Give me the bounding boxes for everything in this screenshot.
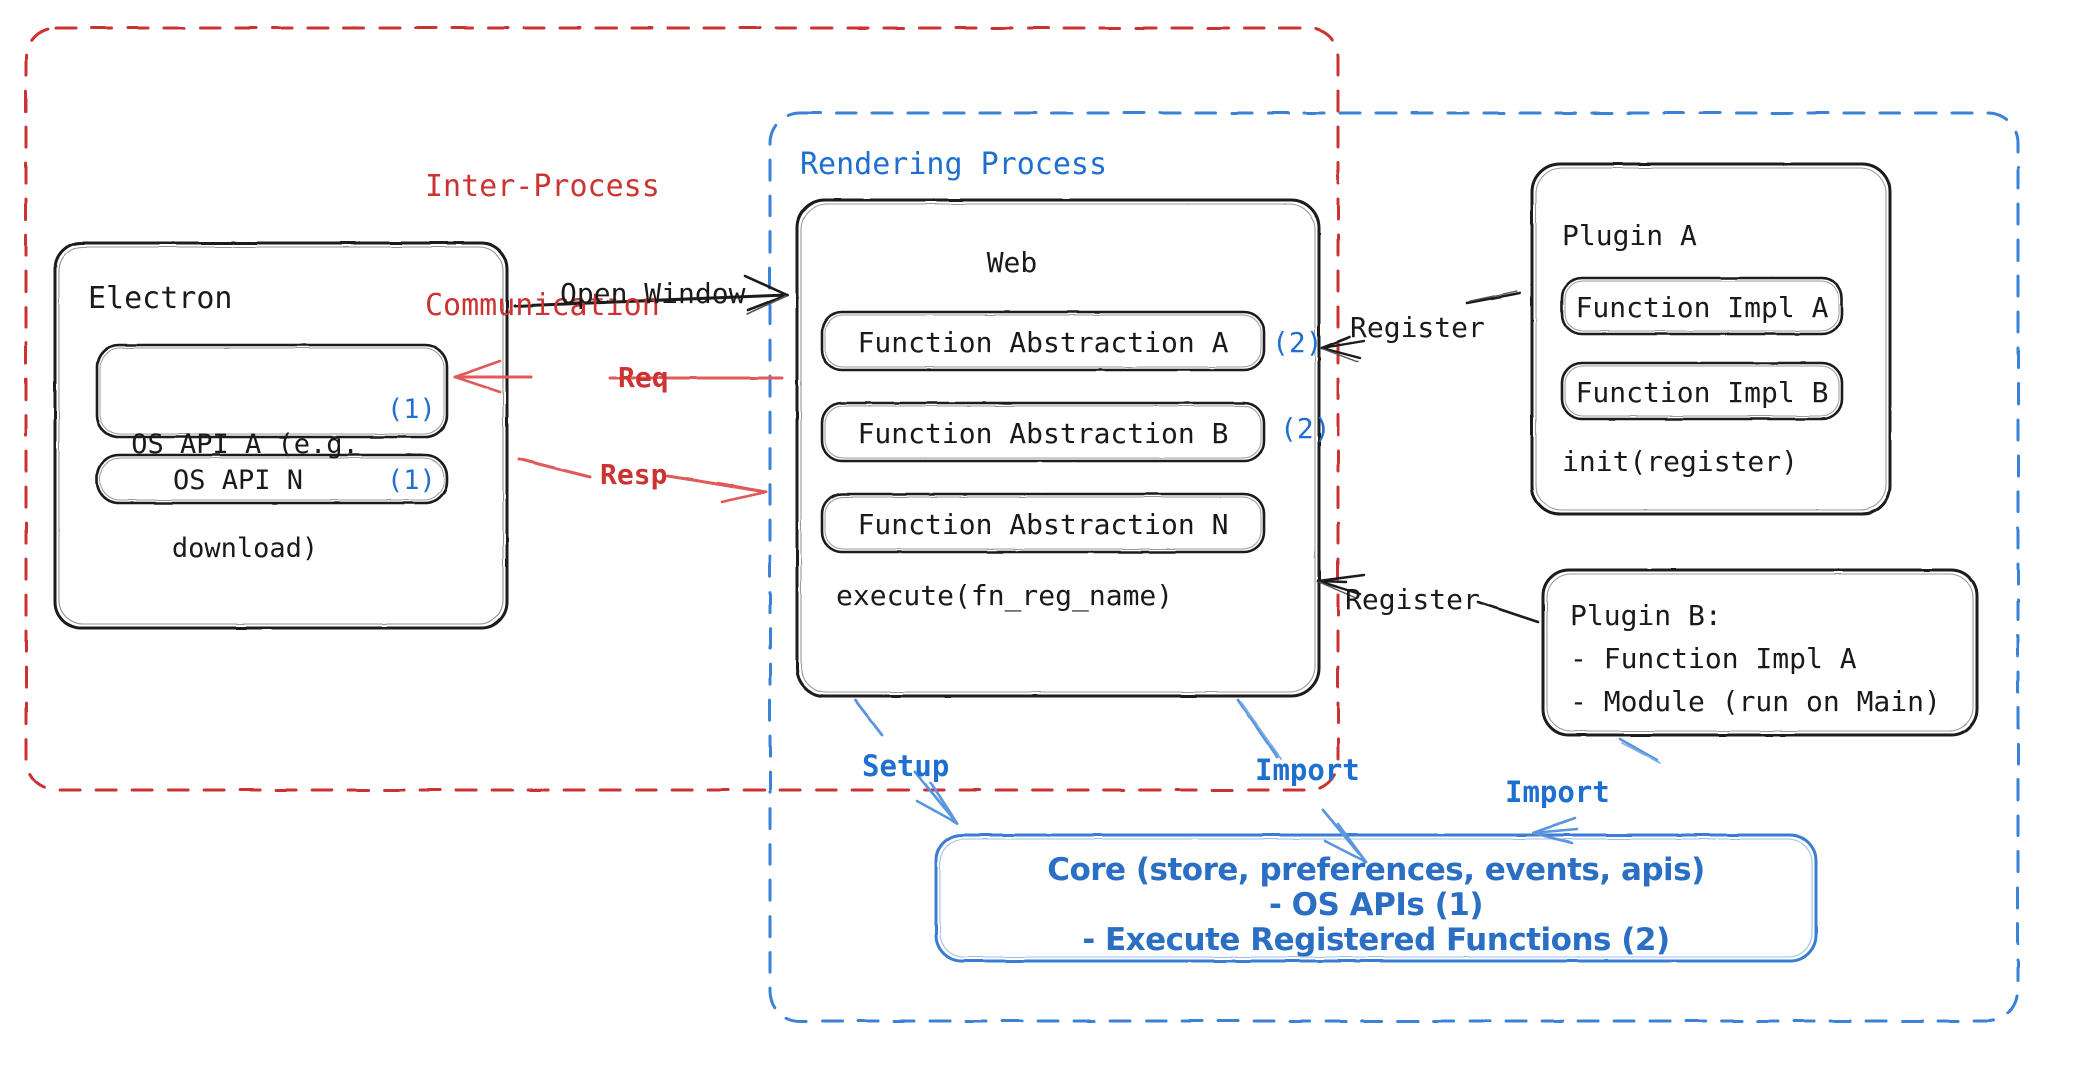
function-abstraction-a-tag: (2): [1272, 326, 1323, 359]
os-api-a-tag: (1): [387, 394, 436, 425]
register-plugin-a-label: Register: [1350, 311, 1485, 344]
req-arrow: [453, 359, 784, 394]
register-plugin-b-label: Register: [1345, 583, 1480, 616]
os-api-a[interactable]: OS API A (e.g. download) (1): [97, 345, 447, 564]
function-abstraction-a-label: Function Abstraction A: [857, 326, 1229, 359]
function-abstraction-b-tag: (2): [1280, 412, 1331, 445]
plugin-b-line-1: - Function Impl A: [1570, 642, 1857, 675]
function-impl-b-label: Function Impl B: [1575, 376, 1829, 409]
ipc-boundary-outline: [24, 26, 1340, 792]
os-api-n-box-outline: [95, 453, 449, 505]
ipc-label-line-1: Inter-Process: [425, 169, 660, 205]
plugin-b-title: Plugin B:: [1570, 599, 1722, 632]
import-web-label: Import: [1255, 753, 1360, 787]
function-abstraction-a[interactable]: Function Abstraction A: [822, 312, 1264, 370]
core-line-3: - Execute Registered Functions (2): [1082, 922, 1670, 958]
os-api-n-label: OS API N: [172, 465, 304, 496]
resp-arrow: [517, 457, 768, 504]
web-execute-label: execute(fn_reg_name): [836, 579, 1174, 612]
resp-label: Resp: [600, 458, 668, 491]
function-abstraction-n-box-outline: [820, 492, 1266, 554]
register-plugin-b-arrow: [1316, 573, 1540, 624]
os-api-n[interactable]: OS API N (1): [97, 455, 447, 503]
function-impl-a-label: Function Impl A: [1575, 291, 1829, 324]
req-label: Req: [618, 361, 669, 394]
electron-title: Electron: [88, 281, 233, 316]
plugin-a-init-label: init(register): [1562, 445, 1799, 478]
os-api-a-line-1: OS API A (e.g.: [131, 429, 359, 461]
rendering-process-boundary-outline: [768, 111, 2020, 1023]
core-box-outline: [934, 833, 1818, 963]
function-impl-a-box-outline: [1560, 276, 1844, 336]
electron-box-outline: [53, 241, 509, 630]
setup-label: Setup: [862, 749, 950, 783]
function-impl-a[interactable]: Function Impl A: [1562, 278, 1842, 334]
web-title: Web: [986, 246, 1038, 279]
web-box-outline: [795, 198, 1321, 698]
os-api-n-tag: (1): [387, 465, 436, 496]
plugin-b-box-outline: [1541, 568, 1979, 737]
os-api-a-line-2: download): [171, 532, 319, 564]
core-line-2: - OS APIs (1): [1268, 887, 1484, 923]
function-impl-b-box-outline: [1560, 361, 1844, 421]
core-box[interactable]: Core (store, preferences, events, apis) …: [936, 835, 1816, 961]
plugin-a-box-outline: [1530, 162, 1892, 516]
plugin-a-title: Plugin A: [1562, 219, 1697, 252]
function-abstraction-n-label: Function Abstraction N: [857, 508, 1229, 541]
os-api-a-label: OS API A (e.g. download): [97, 359, 393, 635]
core-line-1: Core (store, preferences, events, apis): [1047, 852, 1705, 888]
function-abstraction-n[interactable]: Function Abstraction N: [822, 494, 1264, 552]
open-window-label: Open Window: [560, 277, 746, 310]
function-abstraction-b[interactable]: Function Abstraction B: [822, 403, 1264, 461]
function-impl-b[interactable]: Function Impl B: [1562, 363, 1842, 419]
open-window-arrow: [513, 274, 789, 315]
import-plugin-b-label: Import: [1505, 775, 1610, 809]
function-abstraction-b-label: Function Abstraction B: [857, 417, 1229, 450]
function-abstraction-a-box-outline: [820, 310, 1266, 372]
setup-arrow: [853, 698, 959, 825]
os-api-a-box-outline: [95, 343, 449, 439]
function-abstraction-b-box-outline: [820, 401, 1266, 463]
plugin-b-line-2: - Module (run on Main): [1570, 685, 1941, 718]
import-plugin-b-arrow: [1531, 737, 1661, 845]
rendering-process-label: Rendering Process: [800, 147, 1108, 182]
import-web-arrow: [1236, 698, 1368, 864]
ipc-label-line-2: Communication: [425, 287, 660, 323]
register-plugin-a-arrow: [1320, 290, 1522, 363]
ipc-boundary-label: Inter-Process Communication: [425, 88, 660, 405]
